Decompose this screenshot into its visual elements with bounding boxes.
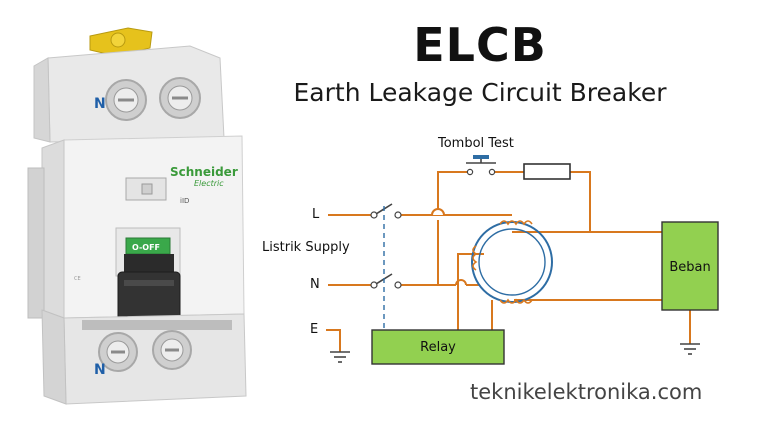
load-earth-symbol-icon	[680, 343, 700, 355]
bottom-terminal-screw-2	[152, 330, 192, 370]
bottom-terminal-screw-1	[98, 332, 138, 372]
top-terminal-screw-1	[105, 79, 147, 121]
test-push-button-icon	[466, 155, 496, 176]
beban-box	[661, 221, 719, 311]
earth-symbol-icon	[330, 351, 350, 363]
line-e-label: E	[310, 322, 319, 337]
top-terminal-screw-2	[159, 77, 201, 119]
brand-sub-text: Electric	[194, 179, 224, 188]
wire-l-hop	[431, 208, 445, 216]
wire-earth	[326, 329, 341, 352]
test-button-icon	[125, 177, 167, 201]
beban-label: Beban	[669, 260, 710, 275]
watermark-text: teknikelektronika.com	[470, 380, 703, 404]
resistor-icon	[523, 163, 571, 180]
tombol-test-label: Tombol Test	[438, 136, 514, 151]
terminal-top-label: N	[94, 96, 106, 112]
toroid-core-icon	[471, 221, 553, 303]
coil-windings-icon	[472, 220, 533, 304]
elcb-device-illustration: N Schneider Electric iID O-OFF CE	[27, 27, 247, 405]
svg-text:CE: CE	[74, 276, 81, 282]
switch-state-label: O-OFF	[132, 243, 160, 252]
toggle-lever-icon	[117, 254, 181, 321]
page-subtitle: Earth Leakage Circuit Breaker	[293, 78, 667, 107]
switch-contacts-icon	[370, 211, 402, 289]
wire-test-left	[437, 171, 468, 210]
brand-logo-text: Schneider	[170, 165, 238, 179]
wire-test-resistor-out	[570, 171, 591, 232]
listrik-supply-label: Listrik Supply	[262, 240, 350, 255]
relay-label: Relay	[420, 340, 456, 355]
line-l-label: L	[312, 207, 320, 222]
wire-n-hop	[455, 279, 467, 286]
yellow-clip-icon	[89, 27, 153, 57]
line-n-label: N	[310, 277, 320, 292]
terminal-bottom-label: N	[94, 362, 106, 378]
relay-box	[371, 329, 505, 365]
page-title: ELCB	[413, 18, 547, 72]
wire-sense-coil	[457, 253, 484, 330]
model-text: iID	[180, 197, 189, 205]
